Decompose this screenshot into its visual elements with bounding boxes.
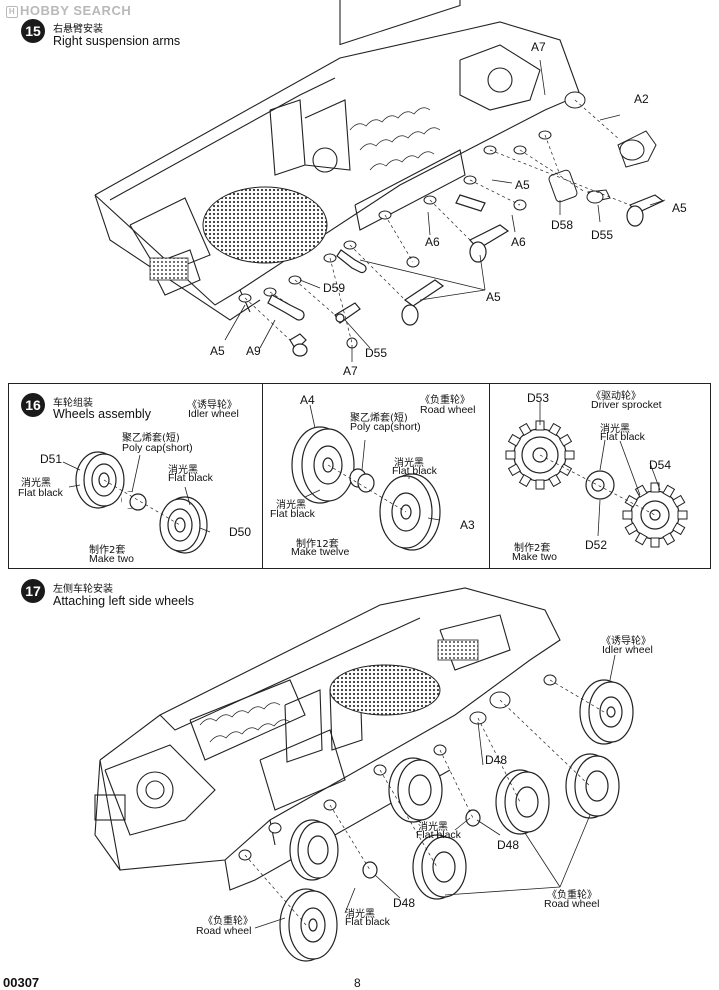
idler-name-en: Idler wheel	[188, 408, 239, 420]
road-make-zh: 制作12套	[296, 539, 339, 550]
road-name-zh: 《负重轮》	[420, 395, 470, 406]
step-15-title-zh: 右悬臂安装	[53, 24, 103, 35]
part-label-a6-2: A6	[511, 235, 526, 249]
part-label-d54: D54	[649, 458, 672, 472]
idler-cap-en: Poly cap(short)	[122, 442, 193, 454]
road-cap-en: Poly cap(short)	[350, 421, 421, 433]
part-label-a7-bottom: A7	[343, 364, 358, 378]
divider-right-16	[710, 383, 711, 568]
step17-paint-zh-1: 消光黑	[418, 822, 448, 833]
product-code: 00307	[3, 975, 40, 990]
road-paint-en-2: Flat black	[270, 508, 315, 520]
divider-16-17	[8, 568, 711, 569]
part-label-a2: A2	[634, 92, 649, 106]
part-label-a4: A4	[300, 393, 315, 407]
part-label-d52: D52	[585, 538, 608, 552]
divider-16a	[262, 383, 263, 568]
part-label-d48-b: D48	[497, 838, 520, 852]
part-label-a5-5: A5	[210, 344, 225, 358]
part-label-a3: A3	[460, 518, 475, 532]
step17-road-zh-2: 《负重轮》	[203, 916, 253, 927]
idler-paint-zh-2: 消光黑	[168, 465, 198, 476]
idler-paint-en-1: Flat black	[18, 487, 63, 499]
step17-paint-en-2: Flat black	[345, 916, 390, 928]
step17-road-en-1: Road wheel	[544, 898, 600, 910]
sprocket-paint-zh: 消光黑	[600, 424, 630, 435]
step17-idler-zh: 《诱导轮》	[601, 636, 651, 647]
divider-15-16	[8, 383, 711, 384]
sprocket-make-zh: 制作2套	[514, 543, 551, 554]
sprocket-name-en: Driver sprocket	[591, 399, 662, 411]
part-label-d48-c: D48	[393, 896, 416, 910]
step-16-title-zh: 车轮组装	[53, 398, 93, 409]
part-label-d48-a: D48	[485, 753, 508, 767]
page-number: 8	[354, 976, 361, 990]
part-label-d58: D58	[551, 218, 574, 232]
idler-paint-en-2: Flat black	[168, 472, 213, 484]
step-15-number: 15	[21, 19, 45, 43]
sprocket-make-en: Make two	[512, 551, 557, 563]
step-16-title-en: Wheels assembly	[53, 407, 151, 421]
divider-16b	[489, 383, 490, 568]
idler-make-en: Make two	[89, 553, 134, 565]
part-label-a5-2: A5	[672, 201, 687, 215]
part-label-a9: A9	[246, 344, 261, 358]
idler-paint-zh-1: 消光黑	[21, 478, 51, 489]
step17-road-en-2: Road wheel	[196, 925, 252, 937]
step-17-title-zh: 左侧车轮安装	[53, 584, 113, 595]
road-cap-zh: 聚乙烯套(短)	[350, 413, 408, 424]
sprocket-name-zh: 《驱动轮》	[591, 391, 641, 402]
idler-make-zh: 制作2套	[89, 545, 126, 556]
road-make-en: Make twelve	[291, 546, 350, 558]
road-paint-zh-2: 消光黑	[276, 500, 306, 511]
road-paint-en-1: Flat black	[392, 465, 437, 477]
part-label-a7-top: A7	[531, 40, 546, 54]
road-name-en: Road wheel	[420, 404, 476, 416]
part-label-d55-1: D55	[591, 228, 614, 242]
part-label-a6-1: A6	[425, 235, 440, 249]
part-label-d53: D53	[527, 391, 550, 405]
part-label-d51: D51	[40, 452, 63, 466]
step17-idler-en: Idler wheel	[602, 644, 653, 656]
sprocket-paint-en: Flat black	[600, 431, 645, 443]
divider-left-16	[8, 383, 9, 568]
part-label-a5-3: A5	[486, 290, 501, 304]
step17-road-zh-1: 《负重轮》	[547, 890, 597, 901]
step-16-number: 16	[21, 393, 45, 417]
step-15-title-en: Right suspension arms	[53, 34, 181, 48]
part-label-d50: D50	[229, 525, 252, 539]
step-17-title-en: Attaching left side wheels	[53, 594, 195, 608]
step17-paint-zh-2: 消光黑	[345, 909, 375, 920]
part-label-d55-2: D55	[365, 346, 388, 360]
part-label-d59: D59	[323, 281, 346, 295]
road-paint-zh-1: 消光黑	[394, 458, 424, 469]
step-17-number: 17	[21, 579, 45, 603]
idler-name-zh: 《诱导轮》	[187, 400, 237, 411]
part-label-a5-1: A5	[515, 178, 530, 192]
idler-cap-zh: 聚乙烯套(短)	[122, 433, 180, 444]
step17-paint-en-1: Flat black	[416, 829, 461, 841]
